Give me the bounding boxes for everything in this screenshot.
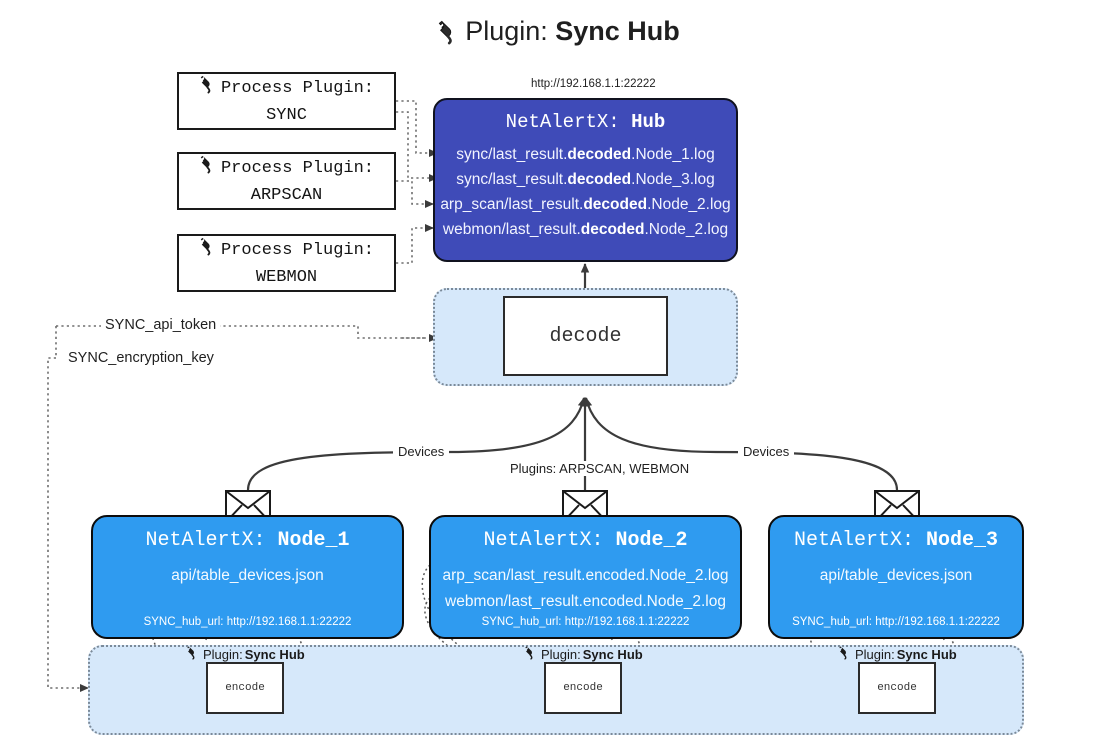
link-encryption-key-to-lane: [47, 357, 89, 692]
page-title-name: Sync Hub: [555, 16, 680, 46]
plug-icon: [199, 154, 219, 183]
encoder-caption: Plugin: Sync Hub: [186, 645, 305, 663]
encode-box-node-3[interactable]: encode: [858, 662, 936, 714]
process-plugin-label: Process Plugin:: [220, 78, 375, 98]
node-title: NetAlertX: Node_1: [145, 529, 350, 552]
hub-log-line: webmon/last_result.decoded.Node_2.log: [442, 221, 729, 239]
encoder-caption-name: Sync Hub: [244, 646, 305, 662]
plug-icon: [838, 645, 853, 663]
encoder-caption-prefix: Plugin:: [541, 646, 581, 662]
page-title: Plugin: Sync Hub: [0, 16, 1117, 52]
link-arpscan-to-hub-line3: [396, 180, 434, 208]
hub-url-label: http://192.168.1.1:22222: [531, 78, 656, 90]
hub-title: NetAlertX: Hub: [505, 111, 666, 133]
encoder-caption-name: Sync Hub: [582, 646, 643, 662]
node-data-line: api/table_devices.json: [819, 567, 973, 584]
node-data-line: webmon/last_result.encoded.Node_2.log: [445, 593, 726, 611]
node-hub-url: SYNC_hub_url: http://192.168.1.1:22222: [792, 616, 1000, 628]
encode-box-node-1[interactable]: encode: [206, 662, 284, 714]
page-title-prefix: Plugin:: [465, 16, 556, 46]
process-plugin-name: ARPSCAN: [250, 185, 323, 205]
encoder-caption: Plugin: Sync Hub: [524, 645, 643, 663]
encoder-caption: Plugin: Sync Hub: [838, 645, 957, 663]
link-webmon-to-hub-line4: [396, 224, 434, 264]
plug-icon: [524, 645, 539, 663]
setting-encryption-key-label: SYNC_encryption_key: [64, 350, 218, 366]
plug-icon: [199, 236, 219, 265]
decode-box[interactable]: decode: [503, 296, 668, 376]
node-box-node-1[interactable]: NetAlertX: Node_1 api/table_devices.json…: [91, 515, 404, 639]
hub-log-line: arp_scan/last_result.decoded.Node_2.log: [440, 196, 731, 214]
hub-log-line: sync/last_result.decoded.Node_1.log: [456, 146, 715, 163]
encoder-caption-prefix: Plugin:: [855, 646, 895, 662]
encode-label: encode: [225, 682, 265, 694]
node-title: NetAlertX: Node_2: [483, 529, 688, 552]
process-plugin-sync-box[interactable]: Process Plugin: SYNC: [177, 72, 396, 130]
process-plugin-webmon-box[interactable]: Process Plugin: WEBMON: [177, 234, 396, 292]
node-title: NetAlertX: Node_3: [793, 529, 999, 552]
encoder-caption-prefix: Plugin:: [203, 646, 243, 662]
edge-label-devices-left: Devices: [393, 444, 450, 459]
node-box-node-3[interactable]: NetAlertX: Node_3 api/table_devices.json…: [768, 515, 1024, 639]
edge-label-devices-right: Devices: [738, 444, 795, 459]
encode-label: encode: [877, 682, 917, 694]
edge-label-plugins-center: Plugins: ARPSCAN, WEBMON: [505, 461, 695, 476]
hub-log-line: sync/last_result.decoded.Node_3.log: [456, 171, 715, 189]
hub-box[interactable]: NetAlertX: Hub sync/last_result.decoded.…: [433, 98, 738, 262]
process-plugin-name: WEBMON: [255, 267, 318, 287]
link-sync-to-hub-line1: [396, 100, 438, 157]
node-data-line: arp_scan/last_result.encoded.Node_2.log: [442, 567, 729, 584]
node-hub-url: SYNC_hub_url: http://192.168.1.1:22222: [143, 616, 352, 628]
node-hub-url: SYNC_hub_url: http://192.168.1.1:22222: [481, 616, 690, 628]
decode-label: decode: [549, 324, 622, 348]
node-box-node-2[interactable]: NetAlertX: Node_2 arp_scan/last_result.e…: [429, 515, 742, 639]
encode-box-node-2[interactable]: encode: [544, 662, 622, 714]
encoder-caption-name: Sync Hub: [896, 646, 957, 662]
process-plugin-name: SYNC: [266, 105, 307, 125]
plug-icon: [186, 645, 201, 663]
encode-label: encode: [563, 682, 603, 694]
process-plugin-label: Process Plugin:: [220, 240, 375, 260]
link-sync-to-hub-line2: [396, 111, 438, 182]
process-plugin-arpscan-box[interactable]: Process Plugin: ARPSCAN: [177, 152, 396, 210]
process-plugin-label: Process Plugin:: [220, 158, 375, 178]
setting-api-token-label: SYNC_api_token: [101, 317, 221, 333]
plug-icon: [437, 19, 463, 52]
plug-icon: [199, 74, 219, 103]
node-data-line: api/table_devices.json: [171, 567, 324, 584]
